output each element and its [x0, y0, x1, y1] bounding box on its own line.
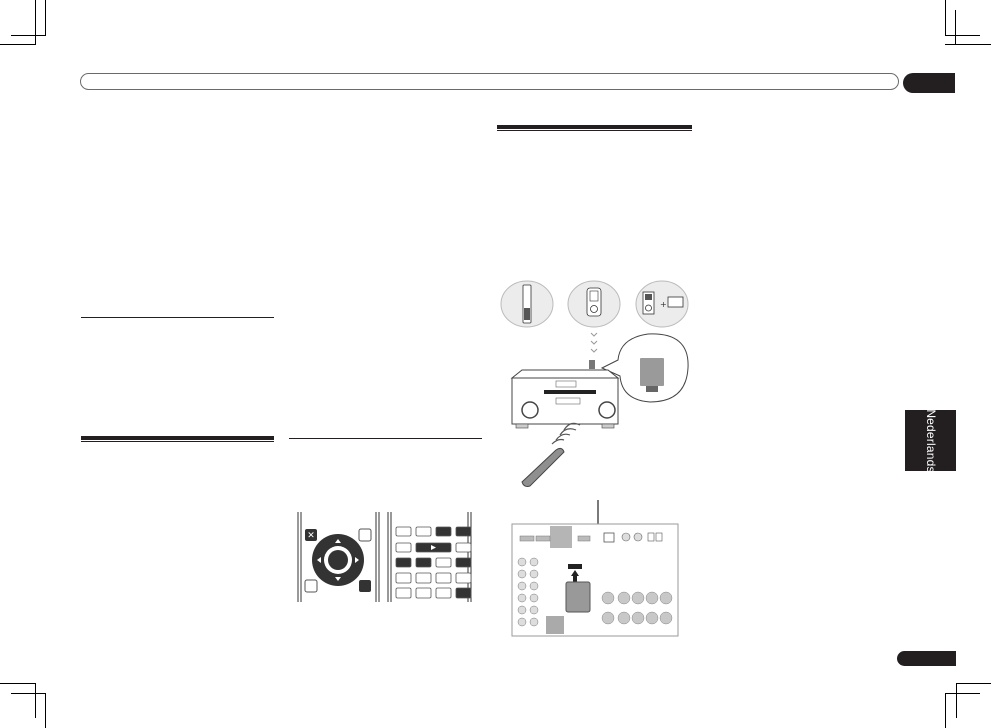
portable-player-icon	[567, 280, 621, 328]
svg-text:+: +	[660, 300, 667, 309]
device-illustrations: +	[500, 280, 689, 328]
language-tab: Nederlands	[905, 408, 956, 473]
language-tab-label: Nederlands	[923, 408, 938, 473]
return-icon	[359, 580, 371, 592]
edit-icon	[358, 528, 372, 542]
section-rule-double	[81, 436, 274, 440]
chapter-header-bar	[80, 73, 899, 90]
section-rule-double-right	[497, 125, 692, 129]
section-rule-thin-middle	[289, 438, 482, 440]
remote-control-illustration: ✕	[297, 512, 472, 602]
rear-panel-illustration	[511, 500, 679, 637]
section-rule-double-right-under	[497, 130, 692, 132]
remote-control-icon	[521, 447, 565, 487]
ipod-adapter-icon: +	[635, 280, 689, 328]
bluetooth-adapter-icon-rear	[565, 581, 591, 613]
chapter-number-tab	[903, 73, 955, 93]
svg-text:✕: ✕	[307, 531, 315, 541]
close-icon	[305, 529, 317, 541]
receiver-illustration	[510, 332, 689, 487]
bluetooth-adapter-icon	[589, 360, 595, 369]
section-rule-thin	[81, 317, 274, 319]
section-rule-double-under	[81, 441, 274, 443]
mobile-phone-icon	[500, 280, 554, 328]
home-icon	[304, 579, 318, 593]
page-number-tab	[897, 651, 956, 666]
enter-button	[328, 550, 348, 570]
